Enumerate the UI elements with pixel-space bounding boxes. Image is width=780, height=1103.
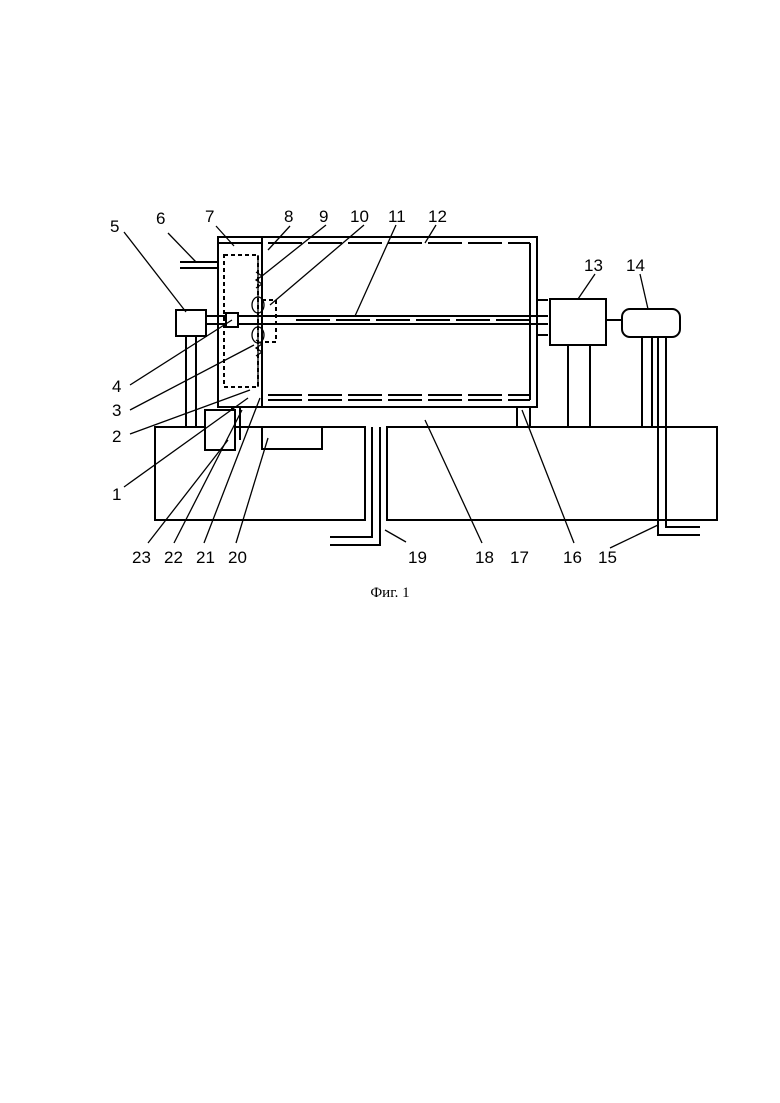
label-6: 6	[156, 209, 165, 228]
base-frame	[155, 427, 717, 520]
motor-14	[622, 309, 680, 337]
label-13: 13	[584, 256, 603, 275]
label-19: 19	[408, 548, 427, 567]
label-20: 20	[228, 548, 247, 567]
label-2: 2	[112, 427, 121, 446]
label-22: 22	[164, 548, 183, 567]
label-4: 4	[112, 377, 121, 396]
label-9: 9	[319, 207, 328, 226]
leader-lines	[124, 225, 658, 548]
unit-5	[176, 310, 206, 336]
supports	[186, 333, 700, 545]
label-5: 5	[110, 217, 119, 236]
label-3: 3	[112, 401, 121, 420]
label-18: 18	[475, 548, 494, 567]
label-21: 21	[196, 548, 215, 567]
label-15: 15	[598, 548, 617, 567]
label-10: 10	[350, 207, 369, 226]
label-7: 7	[205, 207, 214, 226]
label-23: 23	[132, 548, 151, 567]
figure-caption: Фиг. 1	[370, 585, 409, 601]
label-8: 8	[284, 207, 293, 226]
label-1: 1	[112, 485, 121, 504]
gearbox-13	[550, 299, 606, 345]
label-11: 11	[388, 207, 406, 226]
drum-housing	[262, 237, 548, 407]
label-16: 16	[563, 548, 582, 567]
label-17: 17	[510, 548, 529, 567]
label-14: 14	[626, 256, 645, 275]
label-12: 12	[428, 207, 447, 226]
